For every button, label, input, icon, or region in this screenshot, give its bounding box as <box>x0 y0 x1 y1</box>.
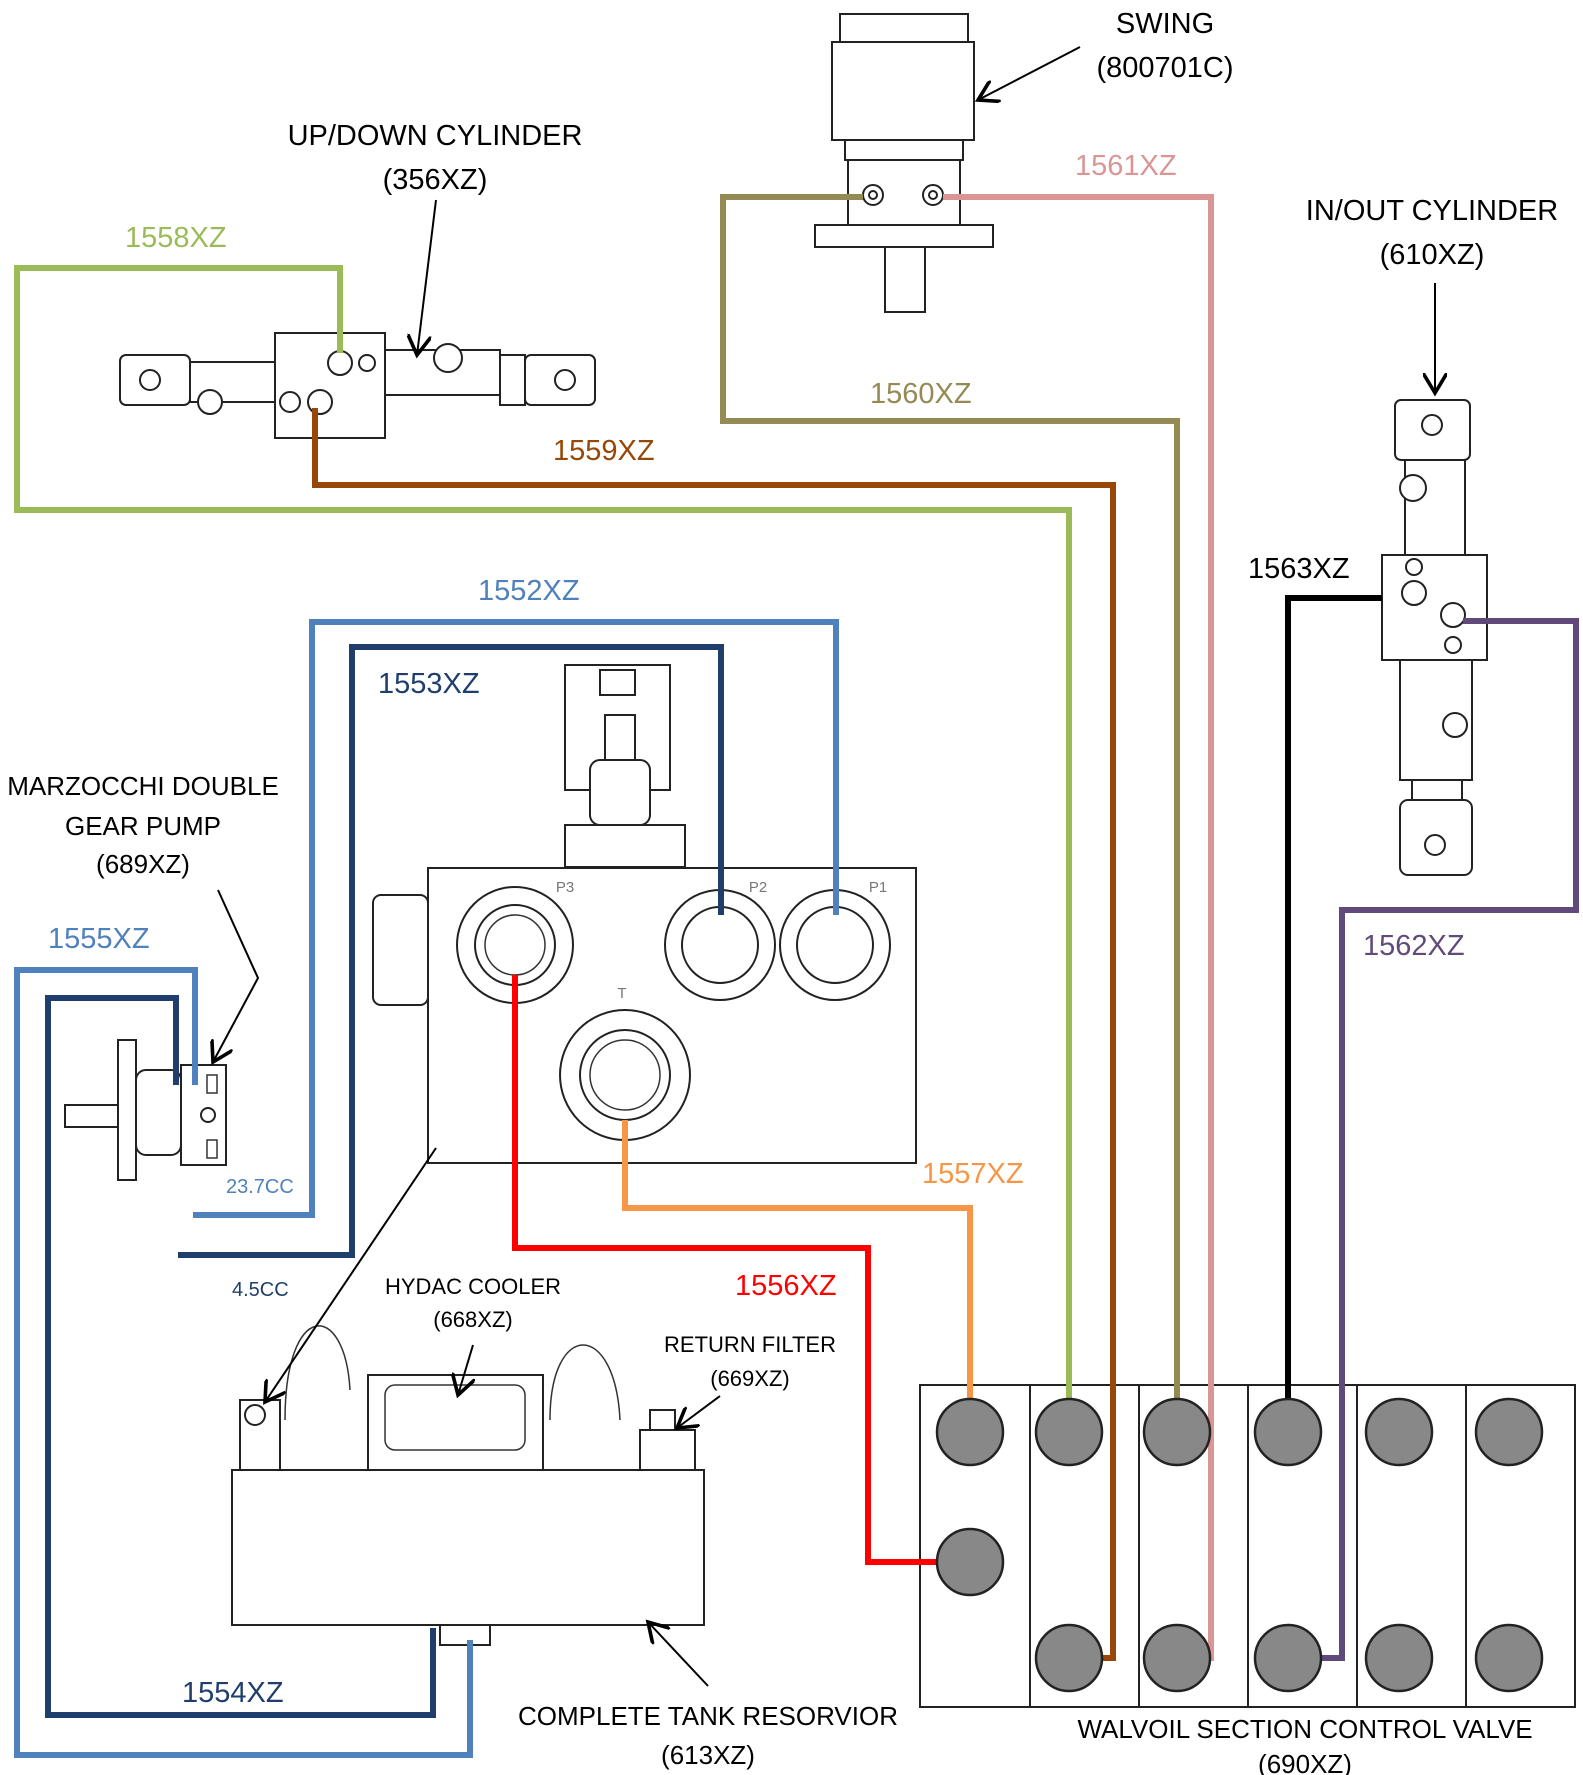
component-labels: SWING (800701C) UP/DOWN CYLINDER (356XZ)… <box>7 8 1558 1775</box>
hose-1554xz-line <box>45 995 436 1718</box>
valve-port <box>1474 1397 1544 1467</box>
hose-1563xz-label: 1563XZ <box>1248 553 1350 585</box>
cooler-name: HYDAC COOLER <box>385 1274 561 1299</box>
swing-motor <box>814 13 994 313</box>
pump-name-line2: GEAR PUMP <box>65 811 221 841</box>
hose-1560xz-label: 1560XZ <box>870 378 972 410</box>
hose-1556xz-label: 1556XZ <box>735 1270 837 1302</box>
hose-1559xz-line <box>312 408 1116 1661</box>
valve-port <box>1253 1623 1323 1693</box>
gear-pump <box>64 1039 227 1181</box>
pump-name-line1: MARZOCCHI DOUBLE <box>7 771 279 801</box>
hose-1558xz-label: 1558XZ <box>125 222 227 254</box>
port-p3-label: P3 <box>556 879 574 896</box>
hose-1561xz-label: 1561XZ <box>1075 150 1177 182</box>
valve-port <box>1034 1397 1104 1467</box>
filter-arrow <box>677 1395 721 1428</box>
hose-1555xz-line <box>14 967 473 1758</box>
pump-cc-large: 23.7CC <box>226 1176 294 1198</box>
swing-name: SWING <box>1116 8 1214 40</box>
hose-1557xz-line <box>622 1120 973 1405</box>
manifold-block: P3 P2 P1 T <box>372 664 917 1164</box>
tank-name: COMPLETE TANK RESORVIOR <box>518 1701 898 1731</box>
valve-port <box>1142 1397 1212 1467</box>
tank-arrow <box>648 1622 709 1687</box>
hose-1552xz-label: 1552XZ <box>478 575 580 607</box>
cooler-arrow <box>458 1344 473 1395</box>
valve-name: WALVOIL SECTION CONTROL VALVE <box>1077 1714 1532 1744</box>
hose-1553xz-line <box>178 644 724 1258</box>
tank-assembly <box>231 1325 705 1646</box>
filter-code: (669XZ) <box>710 1366 789 1391</box>
control-valve-ports <box>935 1397 1544 1693</box>
hose-1562xz-line <box>1316 618 1579 1661</box>
inout-cylinder <box>1381 399 1488 876</box>
updown-cylinder <box>119 332 596 439</box>
inout-name: IN/OUT CYLINDER <box>1306 195 1558 227</box>
valve-port <box>935 1397 1005 1467</box>
valve-code: (690XZ) <box>1258 1749 1352 1775</box>
inout-code: (610XZ) <box>1380 239 1485 271</box>
valve-port <box>1142 1623 1212 1693</box>
pump-arrow <box>213 889 260 1062</box>
hose-1557xz-label: 1557XZ <box>922 1158 1024 1190</box>
hose-1563xz-line <box>1285 595 1382 1405</box>
port-p1-label: P1 <box>869 879 887 896</box>
port-t-label: T <box>617 985 626 1002</box>
hose-1559xz-label: 1559XZ <box>553 435 655 467</box>
tank-code: (613XZ) <box>661 1740 755 1770</box>
pointer-arrows <box>213 46 1435 1687</box>
swing-arrow <box>978 46 1081 100</box>
pump-cc-small: 4.5CC <box>232 1279 289 1301</box>
hose-1560xz-line <box>720 194 1180 1405</box>
hose-1562xz-label: 1562XZ <box>1363 930 1465 962</box>
hose-1555xz-label: 1555XZ <box>48 923 150 955</box>
hose-1553xz-label: 1553XZ <box>378 668 480 700</box>
valve-port <box>1034 1623 1104 1693</box>
updown-code: (356XZ) <box>383 164 488 196</box>
hose-labels: 1552XZ 1553XZ 1554XZ 1555XZ 1556XZ 1557X… <box>48 150 1465 1709</box>
swing-code: (800701C) <box>1096 52 1233 84</box>
manifold-to-tank-arrow <box>265 1147 437 1402</box>
updown-arrow <box>417 199 437 355</box>
valve-port <box>1253 1397 1323 1467</box>
filter-name: RETURN FILTER <box>664 1332 836 1357</box>
pump-code: (689XZ) <box>96 849 190 879</box>
control-valve <box>919 1384 1576 1708</box>
cooler-code: (668XZ) <box>433 1307 512 1332</box>
hose-1554xz-label: 1554XZ <box>182 1677 284 1709</box>
hose-1556xz-line <box>512 975 937 1565</box>
hose-1552xz-line <box>193 619 839 1218</box>
valve-port <box>1364 1623 1434 1693</box>
valve-port <box>1474 1623 1544 1693</box>
valve-port <box>935 1527 1005 1597</box>
hose-1558xz-line <box>14 265 1072 1405</box>
valve-port <box>1364 1397 1434 1467</box>
port-p2-label: P2 <box>749 879 767 896</box>
updown-name: UP/DOWN CYLINDER <box>288 120 583 152</box>
